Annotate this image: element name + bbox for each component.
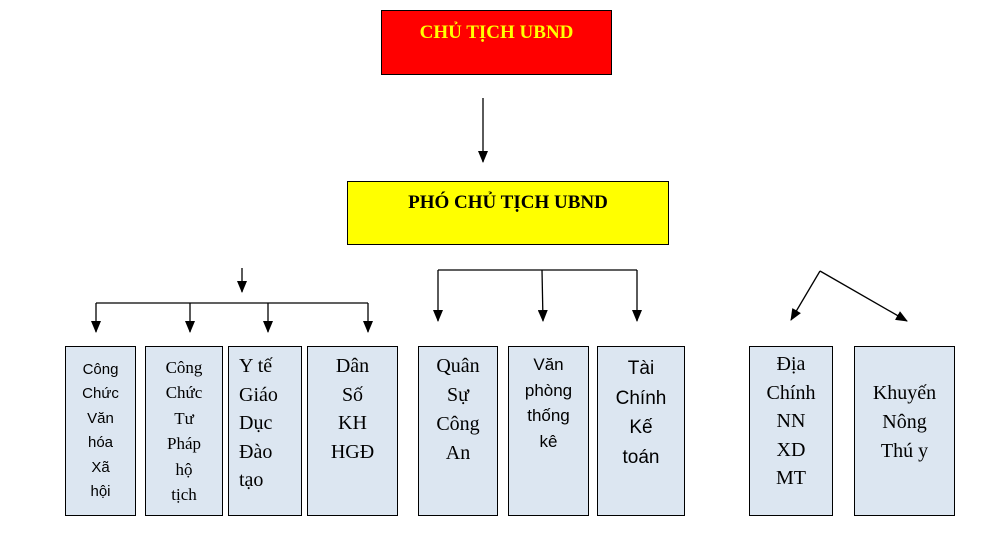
unit-label-line: Chức [82,385,119,402]
chairman-box: CHỦ TỊCH UBND [381,10,612,75]
unit-label-line: Công [436,413,480,435]
unit-khuyen-nong-thu-y: Khuyến Nông Thú y [854,346,955,516]
unit-label-line: kê [539,431,558,451]
unit-label-line: Dục [239,412,273,434]
arrow-to-unit-8 [790,270,821,321]
unit-label-line: Đào [239,440,273,463]
unit-label-line: Khuyến [872,382,937,404]
unit-label-line: Thú y [880,440,929,462]
unit-label-line: Công [165,357,203,377]
unit-label-line: Tư [174,408,194,428]
unit-label-line: HGĐ [330,440,375,463]
vice-chairman-box: PHÓ CHỦ TỊCH UBND [347,181,669,245]
unit-label-line: MT [776,467,806,489]
arrow-to-unit-6 [537,269,548,322]
unit-label-line: Nông [882,411,927,433]
unit-label-line: hộ [175,459,193,479]
unit-label-line: Công [82,360,119,378]
unit-label-line: Số [341,383,364,406]
unit-van-phong-thong-ke: Văn phòng thống kê [508,346,589,516]
unit-label-line: An [445,442,471,464]
unit-label-line: Văn [533,355,564,374]
vice-chairman-label: PHÓ CHỦ TỊCH UBND [408,192,608,213]
unit-label-line: Quân [436,355,480,377]
unit-cong-chuc-van-hoa-xa-hoi: Công Chức Văn hóa Xã hội [65,346,136,516]
chairman-label: CHỦ TỊCH UBND [419,22,574,43]
arrow-to-unit-9 [819,270,908,322]
unit-label-line: Sự [447,384,469,406]
unit-label-line: Văn [87,409,114,427]
unit-label-line: NN [776,410,806,432]
unit-label-line: phòng [524,380,573,400]
unit-label-line: Tài [627,358,655,379]
unit-dan-so-kh-hgd: Dân Số KH HGĐ [307,346,398,516]
unit-cong-chuc-tu-phap-ho-tich: Công Chức Tư Pháp hộ tịch [145,346,223,516]
unit-label-line: Kế [629,417,653,438]
unit-label-line: KH [338,412,367,434]
unit-label-line: XD [776,438,806,461]
unit-label-line: tịch [171,485,197,504]
unit-label-line: hóa [87,434,114,451]
unit-label-line: toán [622,446,660,468]
unit-label-line: tạo [239,469,264,491]
unit-label-line: Pháp [167,434,201,453]
unit-label-line: thống [527,406,570,425]
unit-label-line: Chính [766,381,816,404]
unit-label-line: Xã [91,458,110,476]
unit-y-te-giao-duc-dao-tao: Y tế Giáo Dục Đào tạo [228,346,302,516]
unit-label-line: Địa [776,353,806,375]
unit-quan-su-cong-an: Quân Sự Công An [418,346,498,516]
unit-label-line: Chính [615,387,667,409]
unit-label-line: Dân [335,355,370,377]
unit-label-line: hội [90,483,111,500]
unit-label-line: Y tế [239,355,273,377]
unit-dia-chinh-nn-xd-mt: Địa Chính NN XD MT [749,346,833,516]
unit-label-line: Chức [165,383,203,402]
unit-label-line: Giáo [239,383,278,406]
unit-tai-chinh-ke-toan: Tài Chính Kế toán [597,346,685,516]
